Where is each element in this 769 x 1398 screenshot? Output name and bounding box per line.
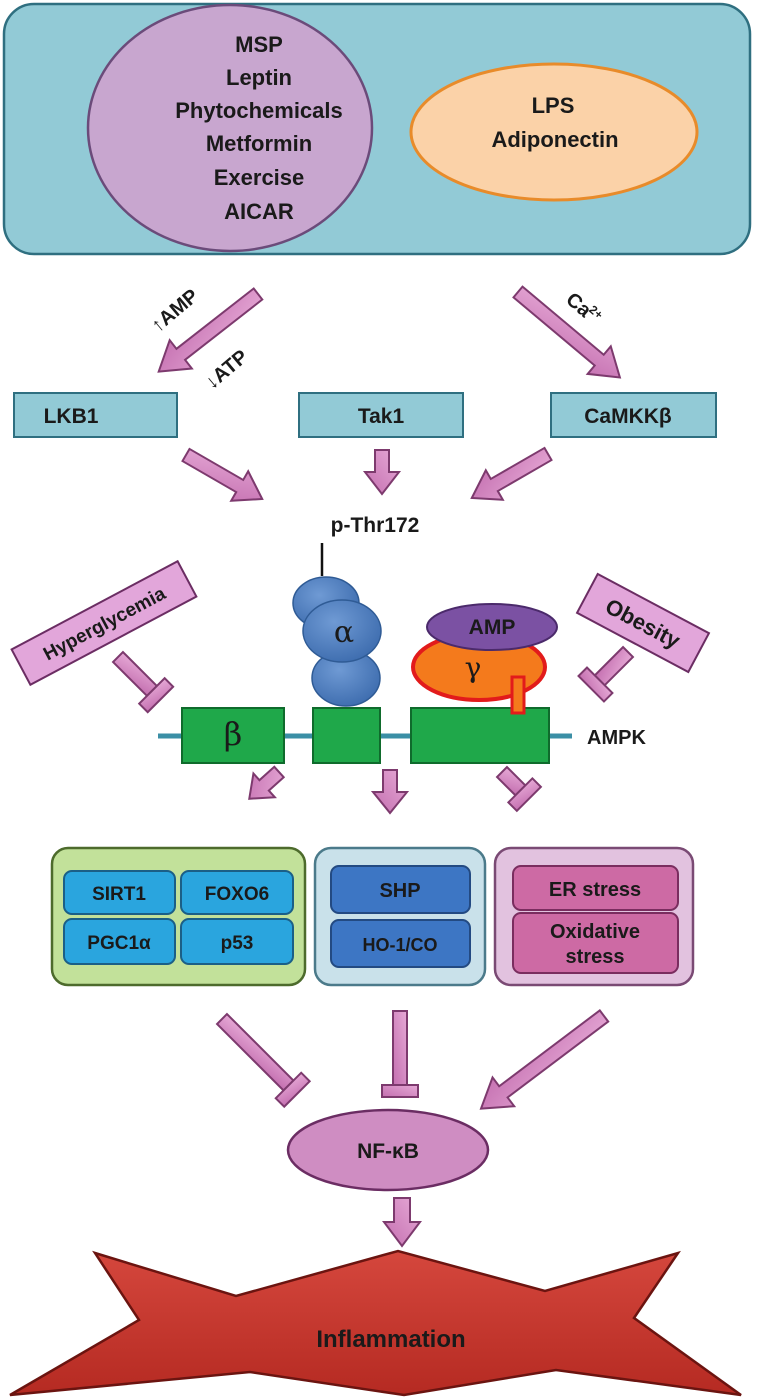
arrow-to-camkk [512, 285, 622, 379]
activator-leptin: Leptin [226, 65, 292, 90]
inflammation-label: Inflammation [316, 1326, 465, 1353]
tak1-box [298, 392, 464, 438]
gamma-anchor-domain [410, 707, 550, 764]
beta-subunit [181, 707, 285, 764]
sirt1-tile [63, 870, 176, 915]
inhibit-pink-panel [495, 765, 543, 813]
alpha-lobe-middle [302, 599, 382, 663]
amp-label: AMP [469, 616, 516, 639]
activator-adiponectin: Adiponectin [491, 127, 618, 152]
arrow-tak1-to-ampk [362, 449, 402, 496]
arrow-lkb1-to-ampk [181, 447, 264, 502]
lps-adiponectin-ellipse [409, 62, 699, 202]
nfkb-node [286, 1108, 490, 1192]
activator-lps: LPS [532, 93, 575, 118]
beta-label: β [224, 715, 243, 753]
arrow-nfkb-to-inflammation [382, 1197, 422, 1248]
svg-text:Ca: Ca [562, 289, 596, 323]
activator-phytochemicals: Phytochemicals [175, 98, 343, 123]
ho1-co-label: HO-1/CO [362, 935, 437, 955]
oxidative-stress-tile [512, 912, 679, 974]
blue-inhibits-nfkb [381, 1010, 419, 1098]
ho1-co-tile [330, 919, 471, 968]
oxidative-label: Oxidative [550, 921, 640, 943]
activator-msp: MSP [235, 32, 283, 57]
tak1-label: Tak1 [358, 405, 405, 428]
obesity-inhibition [577, 645, 635, 703]
camkk-box [550, 392, 717, 438]
oxidative-stress-label: stress [566, 946, 625, 968]
camkk-label: CaMKKβ [584, 405, 672, 428]
arrow-camkk-to-ampk [470, 446, 553, 501]
hyperglycemia-inhibition [111, 650, 175, 714]
foxo6-label: FOXO6 [205, 884, 269, 905]
inflammation-burst [9, 1249, 742, 1397]
signal-calcium: Ca 2+ [562, 289, 606, 323]
obesity-box: Obesity [575, 572, 711, 674]
gamma-label: γ [465, 651, 482, 684]
activator-metformin: Metformin [206, 131, 312, 156]
amp-molecule [426, 603, 558, 651]
shp-label: SHP [379, 880, 420, 902]
hyperglycemia-box: Hyperglycemia [10, 559, 198, 687]
activator-exercise: Exercise [214, 165, 305, 190]
nfkb-label: NF-κB [357, 1140, 419, 1163]
p53-label: p53 [221, 933, 254, 954]
er-stress-label: ER stress [549, 879, 641, 901]
green-inhibits-nfkb [215, 1012, 312, 1109]
alpha-anchor-domain [312, 707, 381, 764]
phospho-site-label: p-Thr172 [331, 514, 420, 537]
signal-amp: ↑AMP [147, 285, 203, 337]
activator-aicar: AICAR [224, 199, 294, 224]
p53-tile [180, 918, 294, 965]
arrow-to-lkb1 [157, 287, 264, 373]
pgc1a-label: PGC1α [87, 933, 151, 954]
sirt1-label: SIRT1 [92, 884, 146, 905]
pink-activates-nfkb [479, 1009, 610, 1110]
lkb1-label: LKB1 [44, 405, 99, 428]
activators-ellipse [86, 3, 374, 253]
gamma-binding-bar [510, 675, 526, 715]
arrow-to-blue-panel [370, 769, 410, 815]
arrow-to-green-panel [248, 765, 286, 800]
pgc1a-tile [63, 918, 176, 965]
ampk-label: AMPK [587, 727, 646, 749]
er-stress-tile [512, 865, 679, 911]
alpha-label: α [334, 615, 354, 650]
signal-atp: ↓ATP [201, 346, 252, 394]
lkb1-box [13, 392, 178, 438]
foxo6-tile [180, 870, 294, 915]
shp-tile [330, 865, 471, 914]
